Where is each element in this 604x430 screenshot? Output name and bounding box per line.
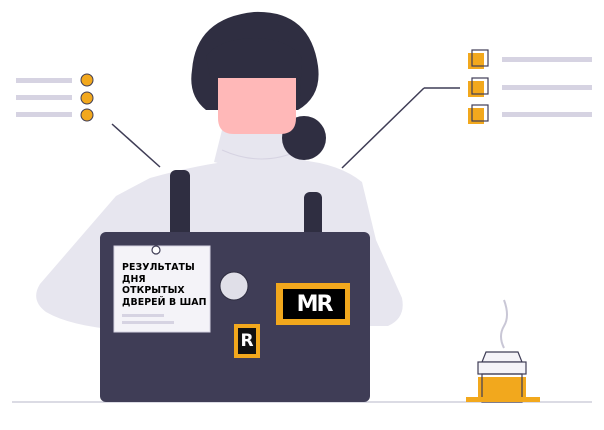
sticky-note-line: ДНЯ	[122, 273, 146, 285]
sticky-note	[113, 245, 211, 333]
mr-badge-label: MR	[296, 291, 334, 317]
sticky-note-line: ОТКРЫТЫХ	[122, 285, 185, 296]
sticky-note-line: ДВЕРЕЙ В ШАП	[122, 296, 207, 308]
right-checklist-decoration	[341, 49, 592, 169]
bullet-icon	[80, 91, 94, 105]
r-badge-label: R	[240, 331, 254, 351]
sticky-note-text: РЕЗУЛЬТАТЫ ДНЯ ОТКРЫТЫХ ДВЕРЕЙ В ШАП	[122, 262, 208, 308]
laptop-logo-icon	[219, 271, 249, 301]
sticky-note-line: РЕЗУЛЬТАТЫ	[122, 262, 195, 273]
left-list-decoration	[16, 73, 161, 168]
pin-icon	[151, 245, 161, 255]
bullet-icon	[80, 73, 94, 87]
bullet-icon	[80, 108, 94, 122]
coffee-cup-icon	[466, 299, 540, 403]
